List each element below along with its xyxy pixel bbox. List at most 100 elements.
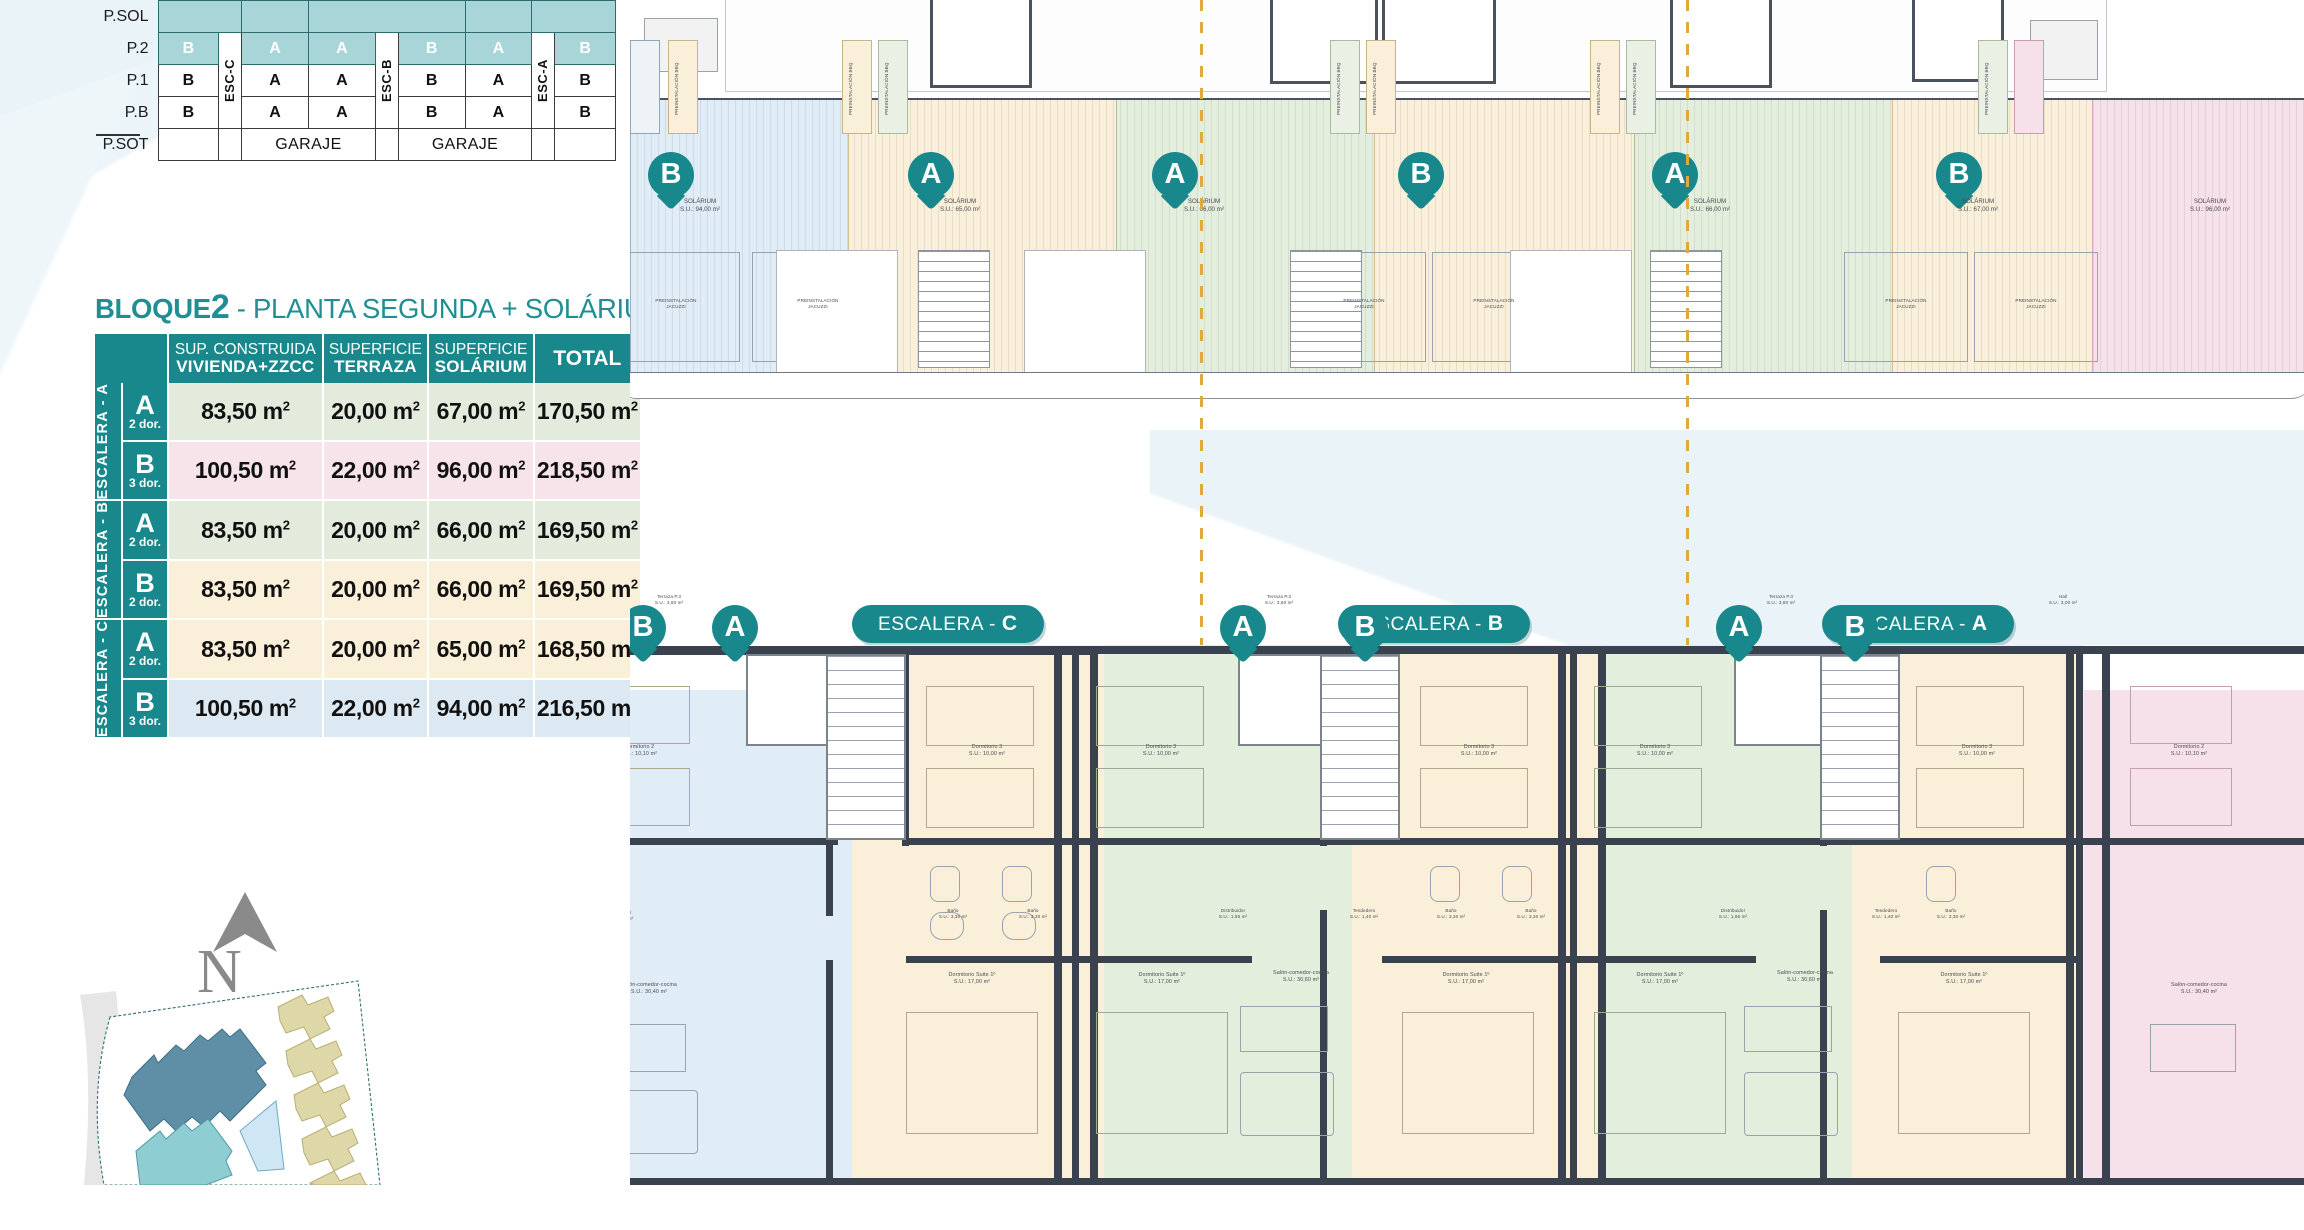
furniture-sofa — [1240, 1006, 1328, 1052]
square-unit-exponent: 2 — [412, 517, 420, 533]
pin-letter: B — [660, 158, 682, 190]
surface-summary-table-block: BLOQUE2 - PLANTA SEGUNDA + SOLÁRIUM SUP.… — [95, 288, 666, 740]
square-unit-exponent: 2 — [518, 695, 526, 711]
furniture-bed — [1916, 686, 2024, 746]
building-section-schematic: P.SOL P.2 B ESC-C A A ESC-B B A ESC-A B … — [96, 0, 616, 161]
pin-letter: B — [1410, 158, 1432, 190]
solarium-label: SOLÁRIUM S.U.: 65,00 m² — [940, 198, 980, 213]
title-number: 2 — [210, 288, 230, 326]
furniture-sofa — [1744, 1006, 1832, 1052]
solarium-label: SOLÁRIUM S.U.: 66,00 m² — [1184, 198, 1224, 213]
block-outline-a — [1558, 646, 2110, 1185]
square-unit-exponent: 2 — [412, 695, 420, 711]
pin-circle — [908, 152, 954, 198]
room-label-dormitorio: Dormitorio 2S.U.: 10,10 m² — [630, 744, 658, 757]
stair-column-esc-b: ESC-B — [374, 32, 399, 129]
unit-letter: B — [135, 567, 155, 598]
bbq-preinstall-label: PREINSTALACIÓN BBQ — [848, 62, 853, 116]
pin-circle — [648, 152, 694, 198]
bbq-preinstall-box — [1978, 40, 2008, 134]
section-row-label: P.2 — [126, 39, 149, 57]
cell-solarium: 94,00 m2 — [429, 679, 535, 740]
cell-total: 169,50 m2 — [534, 560, 640, 621]
section-cell: B — [157, 32, 220, 65]
lift-shaft — [1734, 654, 1826, 746]
furniture-bed — [2130, 768, 2232, 826]
partition-wall — [1570, 838, 1830, 845]
unit-pin-marker: A — [712, 605, 758, 664]
section-row-p1: P.1 B A A B A B — [96, 64, 616, 97]
site-map-graphic — [80, 980, 381, 1186]
furniture-bed — [1096, 686, 1204, 746]
cell-total: 168,50 m2 — [534, 620, 640, 680]
bedroom-count: 2 dor. — [128, 416, 161, 431]
stair-run-lower — [826, 654, 906, 840]
square-unit-exponent: 2 — [630, 457, 638, 473]
pin-letter: B — [1354, 611, 1376, 643]
pin-circle — [1832, 605, 1878, 651]
table-header-row: SUP. CONSTRUIDA VIVIENDA+ZZCC SUPERFICIE… — [95, 334, 640, 383]
solarium-label: SOLÁRIUM S.U.: 94,00 m² — [680, 198, 720, 213]
block-outline-b — [1054, 646, 1606, 1185]
square-unit-exponent: 2 — [518, 576, 526, 592]
partition-wall — [1570, 646, 1577, 1185]
section-baseline-rule — [96, 134, 140, 136]
plan-outline-lower — [630, 372, 2304, 399]
cell-total: 218,50 m2 — [534, 442, 640, 502]
pin-circle — [630, 605, 666, 651]
section-row-label: P.SOT — [102, 135, 149, 153]
section-cell: A — [464, 32, 533, 65]
cell-terraza: 20,00 m2 — [323, 383, 430, 443]
apartment-tint-blue-left — [630, 688, 852, 1185]
title-suffix: - PLANTA SEGUNDA + SOLÁRIUM — [236, 293, 667, 324]
bbq-preinstall-box — [878, 40, 908, 134]
bedroom-count: 2 dor. — [128, 535, 161, 550]
partition-wall — [902, 838, 1080, 845]
partition-wall — [906, 956, 1076, 963]
partition-wall — [1072, 838, 1332, 845]
cell-total: 169,50 m2 — [534, 501, 640, 561]
cell-construida: 83,50 m2 — [169, 560, 324, 621]
partition-wall — [1382, 956, 1572, 963]
furniture-bed — [1096, 1012, 1228, 1134]
unit-pin-marker: B — [1936, 152, 1982, 211]
furniture-bed — [1402, 1012, 1534, 1134]
section-cell: B — [554, 32, 616, 65]
pin-circle — [712, 605, 758, 651]
garage-cell: GARAJE — [397, 128, 533, 161]
lightwell-void — [1510, 250, 1632, 380]
bedroom-count: 3 dor. — [128, 475, 161, 490]
lift-shaft — [746, 654, 838, 746]
stair-run-lower — [1320, 654, 1400, 840]
bbq-preinstall-box — [842, 40, 872, 134]
furniture-dining-table — [1240, 1072, 1334, 1136]
unit-pin-marker: A — [1152, 152, 1198, 211]
unit-pin-marker: B — [1832, 605, 1878, 664]
square-unit-exponent: 2 — [288, 695, 296, 711]
unit-pin-marker: A — [1652, 152, 1698, 211]
square-unit-exponent: 2 — [518, 636, 526, 652]
stair-column-esc-c — [218, 128, 243, 161]
cell-solarium: 65,00 m2 — [429, 620, 535, 680]
unit-pin-marker: A — [1220, 605, 1266, 664]
square-unit-exponent: 2 — [630, 517, 638, 533]
square-unit-exponent: 2 — [518, 398, 526, 414]
solarium-band — [157, 0, 243, 33]
square-unit-exponent: 2 — [630, 576, 638, 592]
section-row-psot: P.SOT GARAJE GARAJE — [96, 128, 616, 161]
